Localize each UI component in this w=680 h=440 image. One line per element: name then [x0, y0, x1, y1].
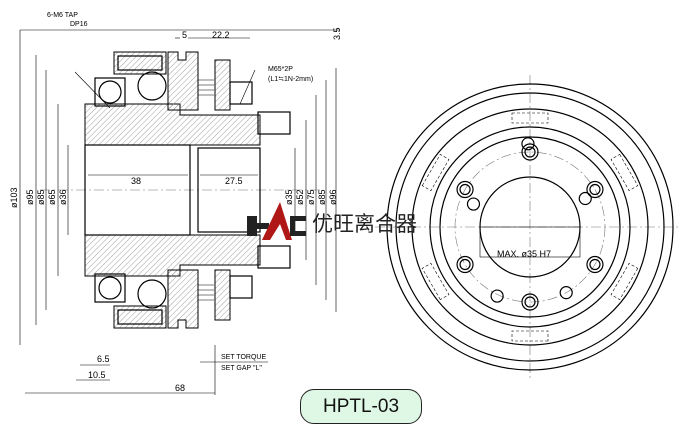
- bolt-hole-icon: [459, 258, 471, 271]
- dim-5: 5: [182, 30, 187, 40]
- dim-d52: ø52: [295, 189, 305, 205]
- dim-d65: ø65: [47, 189, 57, 205]
- tap-hole-icon: [490, 289, 504, 303]
- slot-mark: [421, 154, 450, 191]
- brand-name: 优旺离合器: [312, 212, 417, 236]
- tap-hole-icon: [578, 191, 592, 206]
- tap-hole-icon: [521, 137, 535, 151]
- dim-d35: ø35: [284, 189, 294, 205]
- bolt-bottom: [257, 245, 291, 269]
- bolt-top: [257, 111, 291, 135]
- front-view: MAX. ø35 H7: [375, 75, 680, 380]
- bolt-hole-icon: [456, 180, 474, 199]
- dim-d75: ø75: [306, 189, 316, 205]
- dim-d96: ø96: [328, 189, 338, 205]
- pressure-plate-top: [214, 59, 231, 111]
- slot-mark: [511, 330, 549, 342]
- tap-hole-icon: [559, 286, 573, 300]
- bore-left: [84, 144, 191, 236]
- nut-top: [229, 81, 253, 105]
- hac-logo: [247, 202, 306, 240]
- bolt-hole-icon: [524, 146, 536, 158]
- slot-mark: [421, 263, 450, 300]
- bore-right: [197, 147, 261, 233]
- bolt-hole-icon: [524, 296, 536, 308]
- dim-27-5: 27.5: [225, 176, 243, 186]
- bolt-hole-icon: [589, 183, 601, 196]
- max-bore-label: MAX. ø35 H7: [497, 249, 551, 259]
- slot-mark: [610, 154, 639, 191]
- bearing-ball-icon: [98, 276, 122, 300]
- model-label: HPTL-03: [300, 389, 422, 424]
- dim-d95: ø95: [25, 189, 35, 205]
- nut-label: M65*2P: [268, 66, 293, 73]
- tap-depth-label: DP16: [70, 21, 88, 28]
- dim-3-5: 3.5: [332, 27, 342, 40]
- tap-label: 6-M6 TAP: [47, 12, 78, 19]
- bolt-hole-icon: [456, 255, 474, 274]
- slot-mark: [511, 112, 549, 124]
- dim-d85r: ø85: [317, 189, 327, 205]
- flange-bottom: [113, 305, 167, 329]
- bearing-ball-icon: [137, 279, 167, 309]
- plate-bottom: [167, 269, 199, 329]
- dim-d103: ø103: [9, 187, 19, 208]
- bolt-hole-icon: [589, 258, 601, 271]
- dim-d36: ø36: [58, 189, 68, 205]
- bearing-ball-icon: [137, 71, 167, 101]
- nut-note-label: (L1≒1N-2mm): [268, 76, 313, 83]
- dim-68: 68: [175, 383, 185, 393]
- dim-22-2: 22.2: [212, 30, 230, 40]
- bolt-hole-icon: [459, 183, 471, 196]
- springs: [198, 79, 214, 301]
- bolt-hole-icon: [586, 180, 604, 199]
- bolt-hole-icon: [521, 293, 539, 311]
- dim-6-5: 6.5: [97, 354, 110, 364]
- bearing-ball-icon: [98, 80, 122, 104]
- set-gap-label: SET GAP "L": [221, 365, 262, 372]
- dim-10-5: 10.5: [88, 370, 106, 380]
- dim-38: 38: [131, 176, 141, 186]
- set-torque-label: SET TORQUE: [221, 354, 266, 361]
- bolt-hole-icon: [521, 143, 539, 161]
- pressure-plate-bottom: [214, 269, 231, 321]
- section-view: 5 22.2 3.5 38 27.5 ø103 ø95 ø85 ø65 ø36 …: [9, 12, 342, 395]
- slot-mark: [610, 263, 639, 300]
- bolt-hole-icon: [586, 255, 604, 274]
- bolt-holes: [456, 137, 604, 311]
- dim-d85: ø85: [36, 189, 46, 205]
- flange-top: [113, 51, 167, 75]
- nut-bottom: [229, 275, 253, 299]
- tap-hole-icon: [466, 197, 481, 211]
- plate-top: [167, 51, 199, 111]
